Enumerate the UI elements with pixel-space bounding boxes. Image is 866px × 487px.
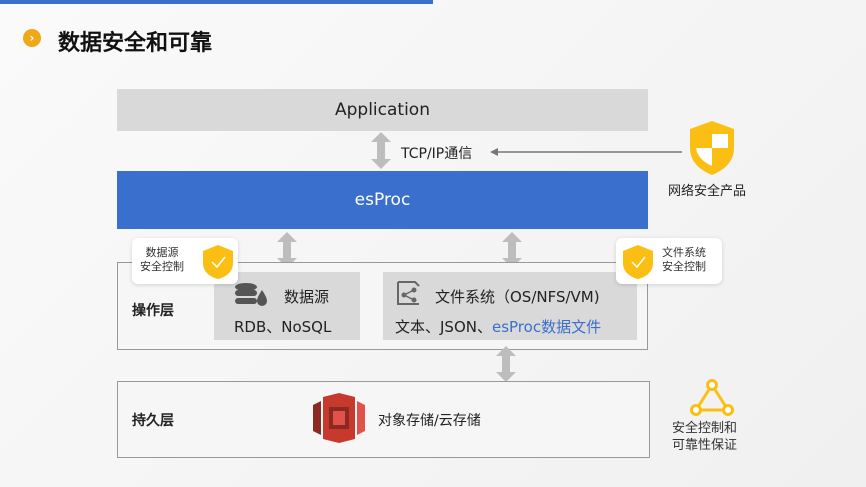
share-icon	[397, 281, 420, 305]
badge-line: 数据源	[145, 246, 179, 259]
page-title: 数据安全和可靠	[58, 31, 213, 56]
esproc-box: esProc	[117, 171, 648, 229]
datasource-title: 数据源	[284, 288, 330, 306]
badge-line: 安全控制	[140, 260, 184, 273]
database-icon	[235, 283, 267, 306]
top-accent-bar	[0, 0, 433, 4]
protocol-label: TCP/IP通信	[401, 146, 473, 162]
persistent-layer	[117, 381, 650, 458]
badge-line: 文件系统	[662, 246, 706, 259]
datasource-subtitle: RDB、NoSQL	[234, 318, 332, 336]
filesystem-title: 文件系统（OS/NFS/VM)	[435, 288, 600, 306]
shield-check-icon	[623, 245, 653, 279]
network-security-label: 网络安全产品	[668, 184, 747, 199]
filesystem-security-badge: 文件系统安全控制	[616, 238, 722, 284]
filesystem-subtitle: 文本、JSON、esProc数据文件	[395, 316, 601, 337]
application-box: Application	[117, 89, 648, 131]
reliability-label: 安全控制和可靠性保证	[672, 420, 737, 454]
double-arrow-icon	[371, 132, 391, 169]
double-arrow-icon	[502, 232, 522, 268]
double-arrow-icon	[277, 232, 297, 268]
reliability-line: 安全控制和	[672, 421, 738, 436]
shield-check-icon	[203, 245, 233, 279]
triangle-network-icon	[690, 379, 734, 416]
chevron-right-icon: ›	[23, 29, 41, 47]
filesystem-box: 文件系统（OS/NFS/VM) 文本、JSON、esProc数据文件	[383, 272, 637, 340]
storage-label: 对象存储/云存储	[378, 413, 481, 429]
esproc-file-type: esProc数据文件	[491, 318, 602, 336]
left-arrow-icon	[490, 148, 682, 156]
reliability-line: 可靠性保证	[672, 438, 738, 453]
badge-line: 安全控制	[662, 260, 706, 273]
datasource-box: 数据源 RDB、NoSQL	[214, 272, 360, 340]
operation-layer-label: 操作层	[132, 303, 174, 319]
object-storage-icon	[313, 393, 365, 443]
persistent-layer-label: 持久层	[132, 413, 174, 429]
datasource-security-badge: 数据源安全控制	[132, 238, 238, 284]
double-arrow-icon	[496, 346, 516, 382]
file-types: 文本、JSON、	[395, 318, 492, 336]
network-shield-icon	[690, 121, 734, 175]
